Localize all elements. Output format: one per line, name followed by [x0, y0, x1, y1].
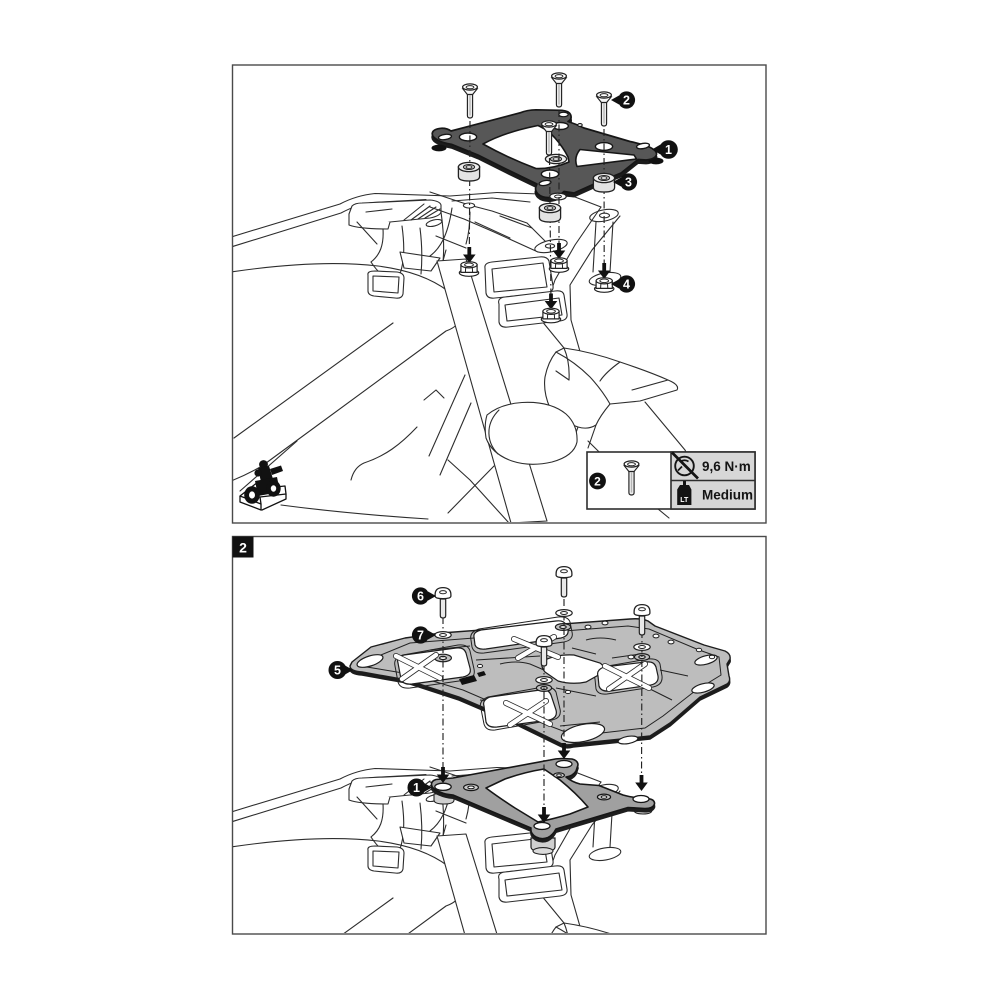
svg-text:1: 1 — [413, 781, 420, 795]
svg-text:5: 5 — [334, 663, 341, 677]
svg-text:1: 1 — [665, 143, 672, 157]
svg-text:Medium: Medium — [702, 488, 753, 503]
svg-text:3: 3 — [625, 175, 632, 189]
svg-text:7: 7 — [417, 628, 424, 642]
svg-text:LT: LT — [680, 497, 689, 504]
svg-text:2: 2 — [239, 540, 247, 556]
svg-text:2: 2 — [594, 474, 601, 488]
svg-text:4: 4 — [623, 277, 630, 291]
svg-text:9,6 N·m: 9,6 N·m — [702, 459, 751, 474]
svg-text:2: 2 — [623, 93, 630, 107]
svg-text:6: 6 — [417, 589, 424, 603]
